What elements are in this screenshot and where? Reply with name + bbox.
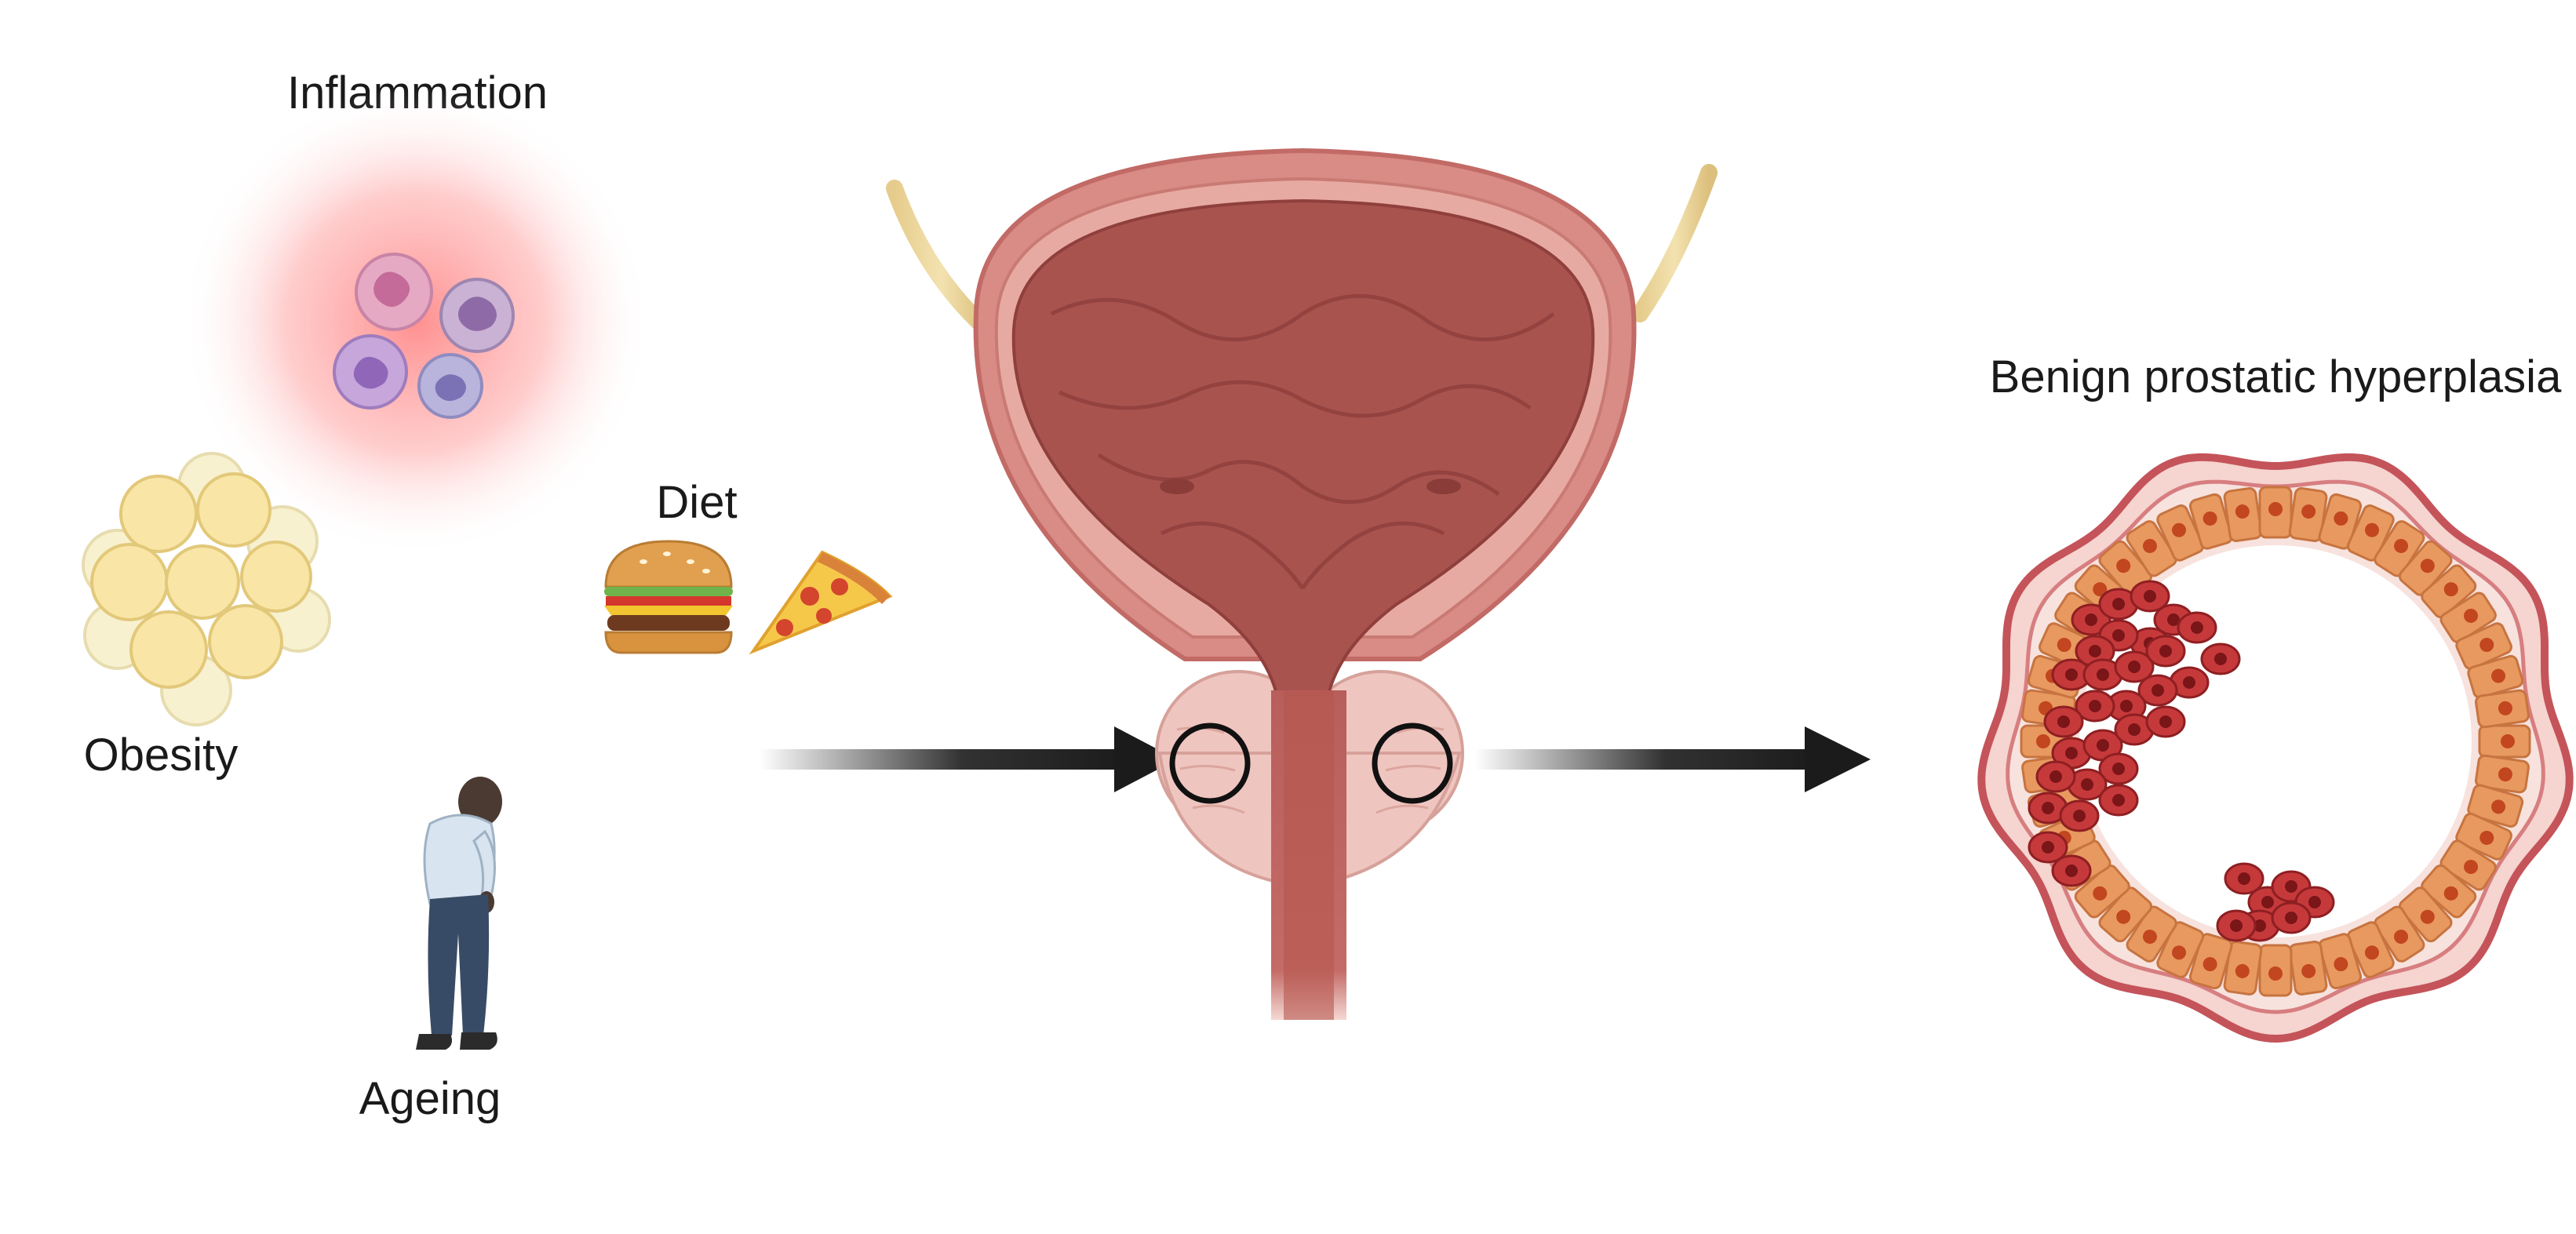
epithelial-cell [2398, 540, 2453, 596]
ageing-label: Ageing [359, 1073, 501, 1124]
epithelial-cell [2346, 921, 2395, 978]
hyperplastic-cell [2043, 705, 2084, 738]
epithelial-cell [2188, 933, 2233, 990]
hyperplastic-cell [2051, 658, 2092, 691]
epithelial-cell [2374, 905, 2425, 963]
epithelial-cell [2421, 564, 2477, 619]
epithelial-cell [2346, 504, 2395, 562]
inflammation-group: Inflammation [180, 67, 651, 557]
epithelial-cell [2475, 689, 2530, 729]
epithelial-cell [2398, 886, 2453, 943]
obesity-label: Obesity [84, 730, 239, 781]
epithelial-cell [2258, 944, 2293, 997]
epithelial-cell [2098, 886, 2153, 943]
epithelial-cell [2288, 941, 2328, 996]
diet-group: Diet [604, 477, 893, 655]
ageing-group: Ageing [359, 777, 502, 1124]
epithelial-cell [2126, 520, 2177, 577]
epithelial-cell [2223, 941, 2263, 996]
hyperplastic-cell [2059, 799, 2100, 832]
hyperplastic-cell [2098, 784, 2139, 817]
epithelial-cell [2455, 812, 2512, 861]
epithelial-cell [2318, 933, 2363, 990]
hyperplastic-cell [2224, 862, 2264, 895]
epithelial-cell [2478, 724, 2531, 759]
epithelial-cell [2421, 864, 2477, 919]
hyperplastic-cell [2216, 909, 2257, 942]
diet-label: Diet [656, 477, 737, 528]
hyperplastic-cell [2200, 642, 2241, 675]
epithelial-cell [2188, 493, 2233, 550]
hyperplastic-cell [2271, 901, 2312, 934]
epithelial-cell [2467, 654, 2524, 699]
bph-label: Benign prostatic hyperplasia [1990, 351, 2562, 402]
hyperplastic-cell [2145, 635, 2186, 668]
hyperplastic-cell [2145, 705, 2186, 738]
hyperplastic-cell [2114, 650, 2155, 683]
elderly-man-icon [416, 777, 502, 1050]
immune-cells-icon [180, 86, 651, 557]
epithelial-cell [2126, 905, 2177, 963]
epithelial-cell [2074, 864, 2130, 919]
arrow-to-prostate [760, 726, 1177, 792]
epithelial-cell [2439, 839, 2497, 891]
burger-icon [604, 540, 733, 654]
arrow-to-bph [1475, 726, 1871, 792]
prostate-gland-cross-section-icon [1977, 453, 2574, 1043]
epithelial-cell [2374, 520, 2425, 577]
hyperplastic-cell [2098, 752, 2139, 785]
hyperplastic-cell [2071, 603, 2111, 636]
hyperplastic-cell [2035, 760, 2076, 793]
hyperplastic-cell [2098, 588, 2139, 621]
hyperplastic-cell [2028, 831, 2068, 864]
epithelial-cell [2223, 487, 2263, 542]
epithelial-cell [2475, 754, 2530, 794]
epithelial-cell [2156, 504, 2205, 562]
hyperplastic-cell [2082, 729, 2123, 762]
epithelial-cell [2318, 493, 2363, 550]
hyperplastic-cell [2137, 674, 2178, 707]
hyperplastic-cell [2130, 580, 2170, 613]
hyperplastic-cell [2051, 854, 2092, 887]
epithelial-cell [2455, 622, 2512, 671]
epithelial-cell [2439, 592, 2497, 643]
bph-group: Benign prostatic hyperplasia [1977, 351, 2574, 1043]
epithelial-cell [2258, 486, 2293, 539]
bladder-prostate-icon [886, 147, 1718, 1020]
adipocytes-icon [82, 452, 331, 726]
epithelial-cell [2467, 784, 2524, 828]
obesity-group: Obesity [82, 452, 331, 781]
hyperplastic-cell [2177, 611, 2217, 644]
epithelial-cell [2156, 921, 2205, 978]
hyperplastic-cell [2169, 666, 2210, 699]
hyperplastic-cell [2075, 690, 2115, 723]
epithelial-cell [2288, 487, 2328, 542]
hyperplastic-cell [2075, 635, 2115, 668]
pizza-slice-icon [749, 550, 893, 655]
